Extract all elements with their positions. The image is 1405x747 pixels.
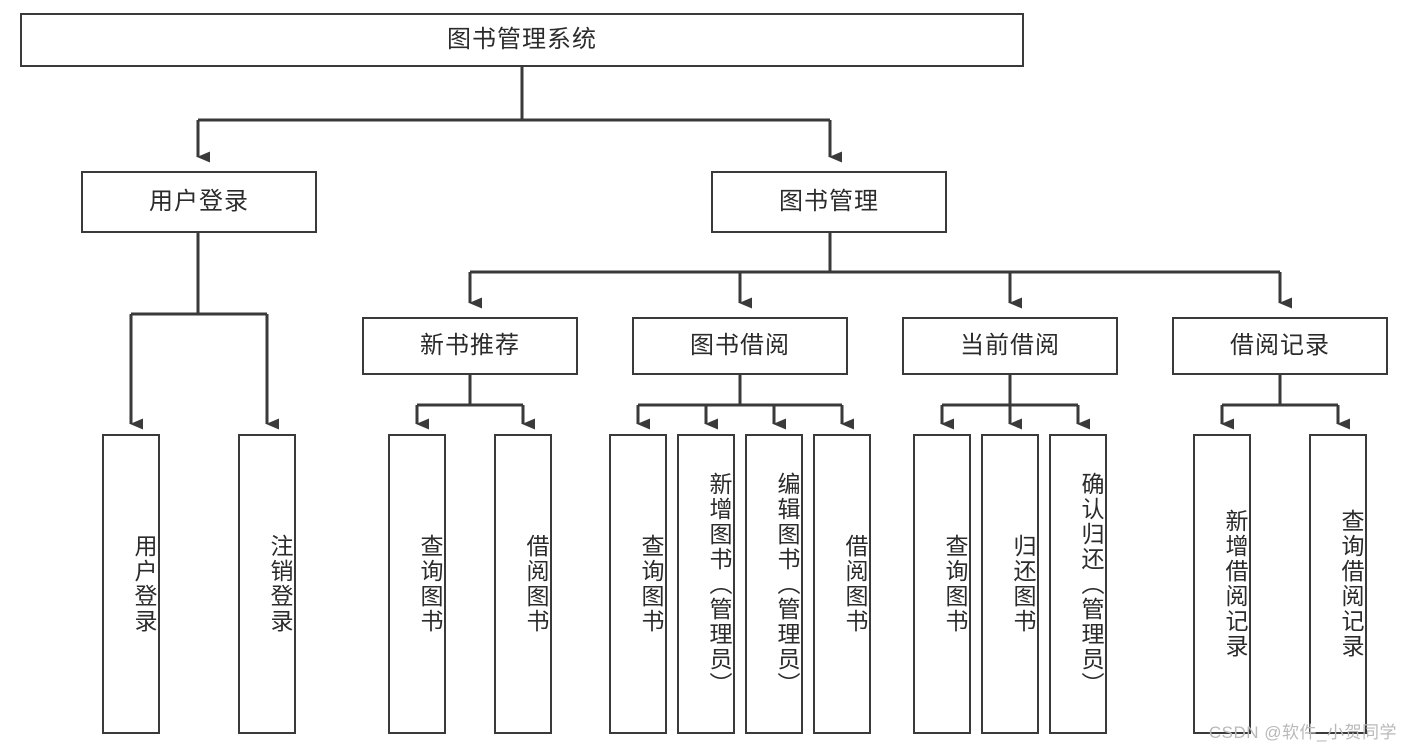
node-label: 注销登录: [267, 534, 293, 634]
leaf-add-book[interactable]: 新增图书（管理员）: [677, 434, 735, 734]
node-label: 图书管理系统: [447, 25, 597, 53]
node-label: 新增借阅记录: [1222, 509, 1248, 659]
node-user-login[interactable]: 用户登录: [81, 171, 317, 233]
leaf-edit-book[interactable]: 编辑图书（管理员）: [745, 434, 803, 734]
leaf-query-book-2[interactable]: 查询图书: [609, 434, 667, 734]
leaf-add-record[interactable]: 新增借阅记录: [1193, 434, 1251, 734]
node-label: 查询图书: [942, 534, 968, 634]
node-borrow-record[interactable]: 借阅记录: [1172, 317, 1388, 375]
watermark: CSDN @软件_小贺同学: [1208, 723, 1397, 742]
node-label: 编辑图书（管理员）: [774, 471, 800, 697]
leaf-borrow-book-1[interactable]: 借阅图书: [494, 434, 552, 734]
leaf-confirm-return[interactable]: 确认归还（管理员）: [1049, 434, 1107, 734]
node-label: 新增图书（管理员）: [706, 471, 732, 697]
node-label: 新书推荐: [420, 331, 520, 359]
node-root-book-management-system[interactable]: 图书管理系统: [20, 13, 1024, 67]
node-new-book-recommend[interactable]: 新书推荐: [362, 317, 578, 375]
leaf-user-logout[interactable]: 注销登录: [238, 434, 296, 734]
leaf-borrow-book-2[interactable]: 借阅图书: [813, 434, 871, 734]
node-label: 借阅记录: [1230, 331, 1330, 359]
node-current-borrow[interactable]: 当前借阅: [902, 317, 1118, 375]
leaf-return-book[interactable]: 归还图书: [981, 434, 1039, 734]
node-label: 用户登录: [131, 534, 157, 634]
leaf-query-book-3[interactable]: 查询图书: [913, 434, 971, 734]
node-label: 查询图书: [417, 534, 443, 634]
node-book-management[interactable]: 图书管理: [711, 171, 947, 233]
node-label: 图书管理: [779, 187, 879, 215]
node-label: 用户登录: [149, 187, 249, 215]
leaf-user-login[interactable]: 用户登录: [102, 434, 160, 734]
node-label: 查询借阅记录: [1338, 509, 1364, 659]
leaf-query-book-1[interactable]: 查询图书: [388, 434, 446, 734]
node-label: 图书借阅: [690, 331, 790, 359]
node-label: 查询图书: [638, 534, 664, 634]
node-label: 借阅图书: [523, 534, 549, 634]
node-label: 当前借阅: [960, 331, 1060, 359]
node-label: 借阅图书: [842, 534, 868, 634]
leaf-query-record[interactable]: 查询借阅记录: [1309, 434, 1367, 734]
node-book-borrow[interactable]: 图书借阅: [632, 317, 848, 375]
node-label: 确认归还（管理员）: [1078, 471, 1104, 697]
node-label: 归还图书: [1010, 534, 1036, 634]
